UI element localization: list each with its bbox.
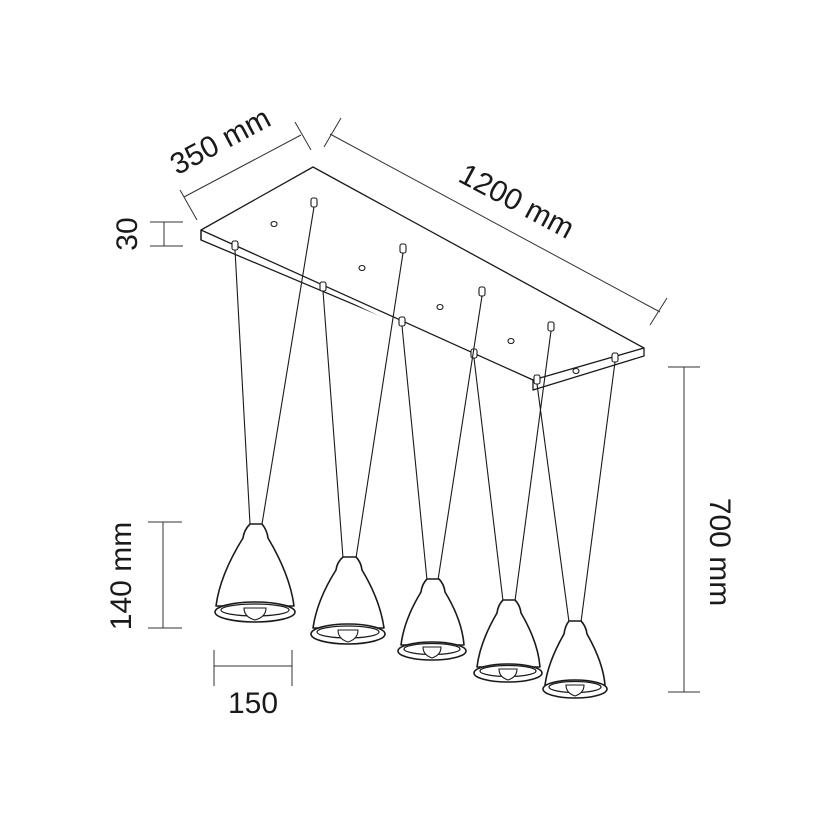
drop-label: 700 mm bbox=[703, 498, 736, 606]
cable-grip bbox=[547, 321, 555, 332]
bulb bbox=[422, 646, 442, 659]
drop-dimension: 700 mm bbox=[668, 366, 736, 693]
cable-grip bbox=[319, 281, 327, 292]
cable-grip bbox=[398, 316, 406, 327]
screw bbox=[436, 303, 444, 311]
height-dimension: 30 bbox=[111, 217, 183, 251]
width-label: 350 mm bbox=[165, 102, 276, 182]
cable-grip bbox=[478, 286, 486, 297]
pendant-shade-4 bbox=[473, 599, 543, 683]
screw bbox=[358, 264, 366, 272]
bulb bbox=[243, 607, 267, 621]
screw bbox=[270, 220, 278, 228]
suspension-cables bbox=[234, 206, 616, 623]
cable-grip bbox=[611, 352, 619, 363]
pendant-shade-3 bbox=[397, 578, 467, 661]
shade-diameter-dimension: 150 bbox=[213, 650, 293, 720]
mounting-screws bbox=[270, 220, 580, 375]
bulb bbox=[337, 629, 359, 643]
shade-height-dimension: 140 mm bbox=[105, 521, 182, 630]
pendant-shade-2 bbox=[310, 556, 386, 645]
pendant-shade-5 bbox=[542, 620, 608, 699]
shade-diameter-label: 150 bbox=[228, 687, 278, 720]
length-label: 1200 mm bbox=[454, 158, 580, 246]
ceiling-canopy bbox=[200, 166, 645, 391]
pendant-shade-1 bbox=[214, 523, 296, 623]
bulb bbox=[498, 668, 518, 681]
cable-grip bbox=[533, 374, 541, 385]
bulb bbox=[565, 684, 585, 697]
height-label: 30 bbox=[111, 217, 144, 250]
screw bbox=[572, 367, 580, 375]
cable-grip bbox=[231, 240, 239, 251]
cable-grip bbox=[310, 197, 318, 208]
shade-height-label: 140 mm bbox=[105, 522, 138, 630]
screw bbox=[507, 337, 515, 345]
cable-grip bbox=[399, 243, 407, 254]
